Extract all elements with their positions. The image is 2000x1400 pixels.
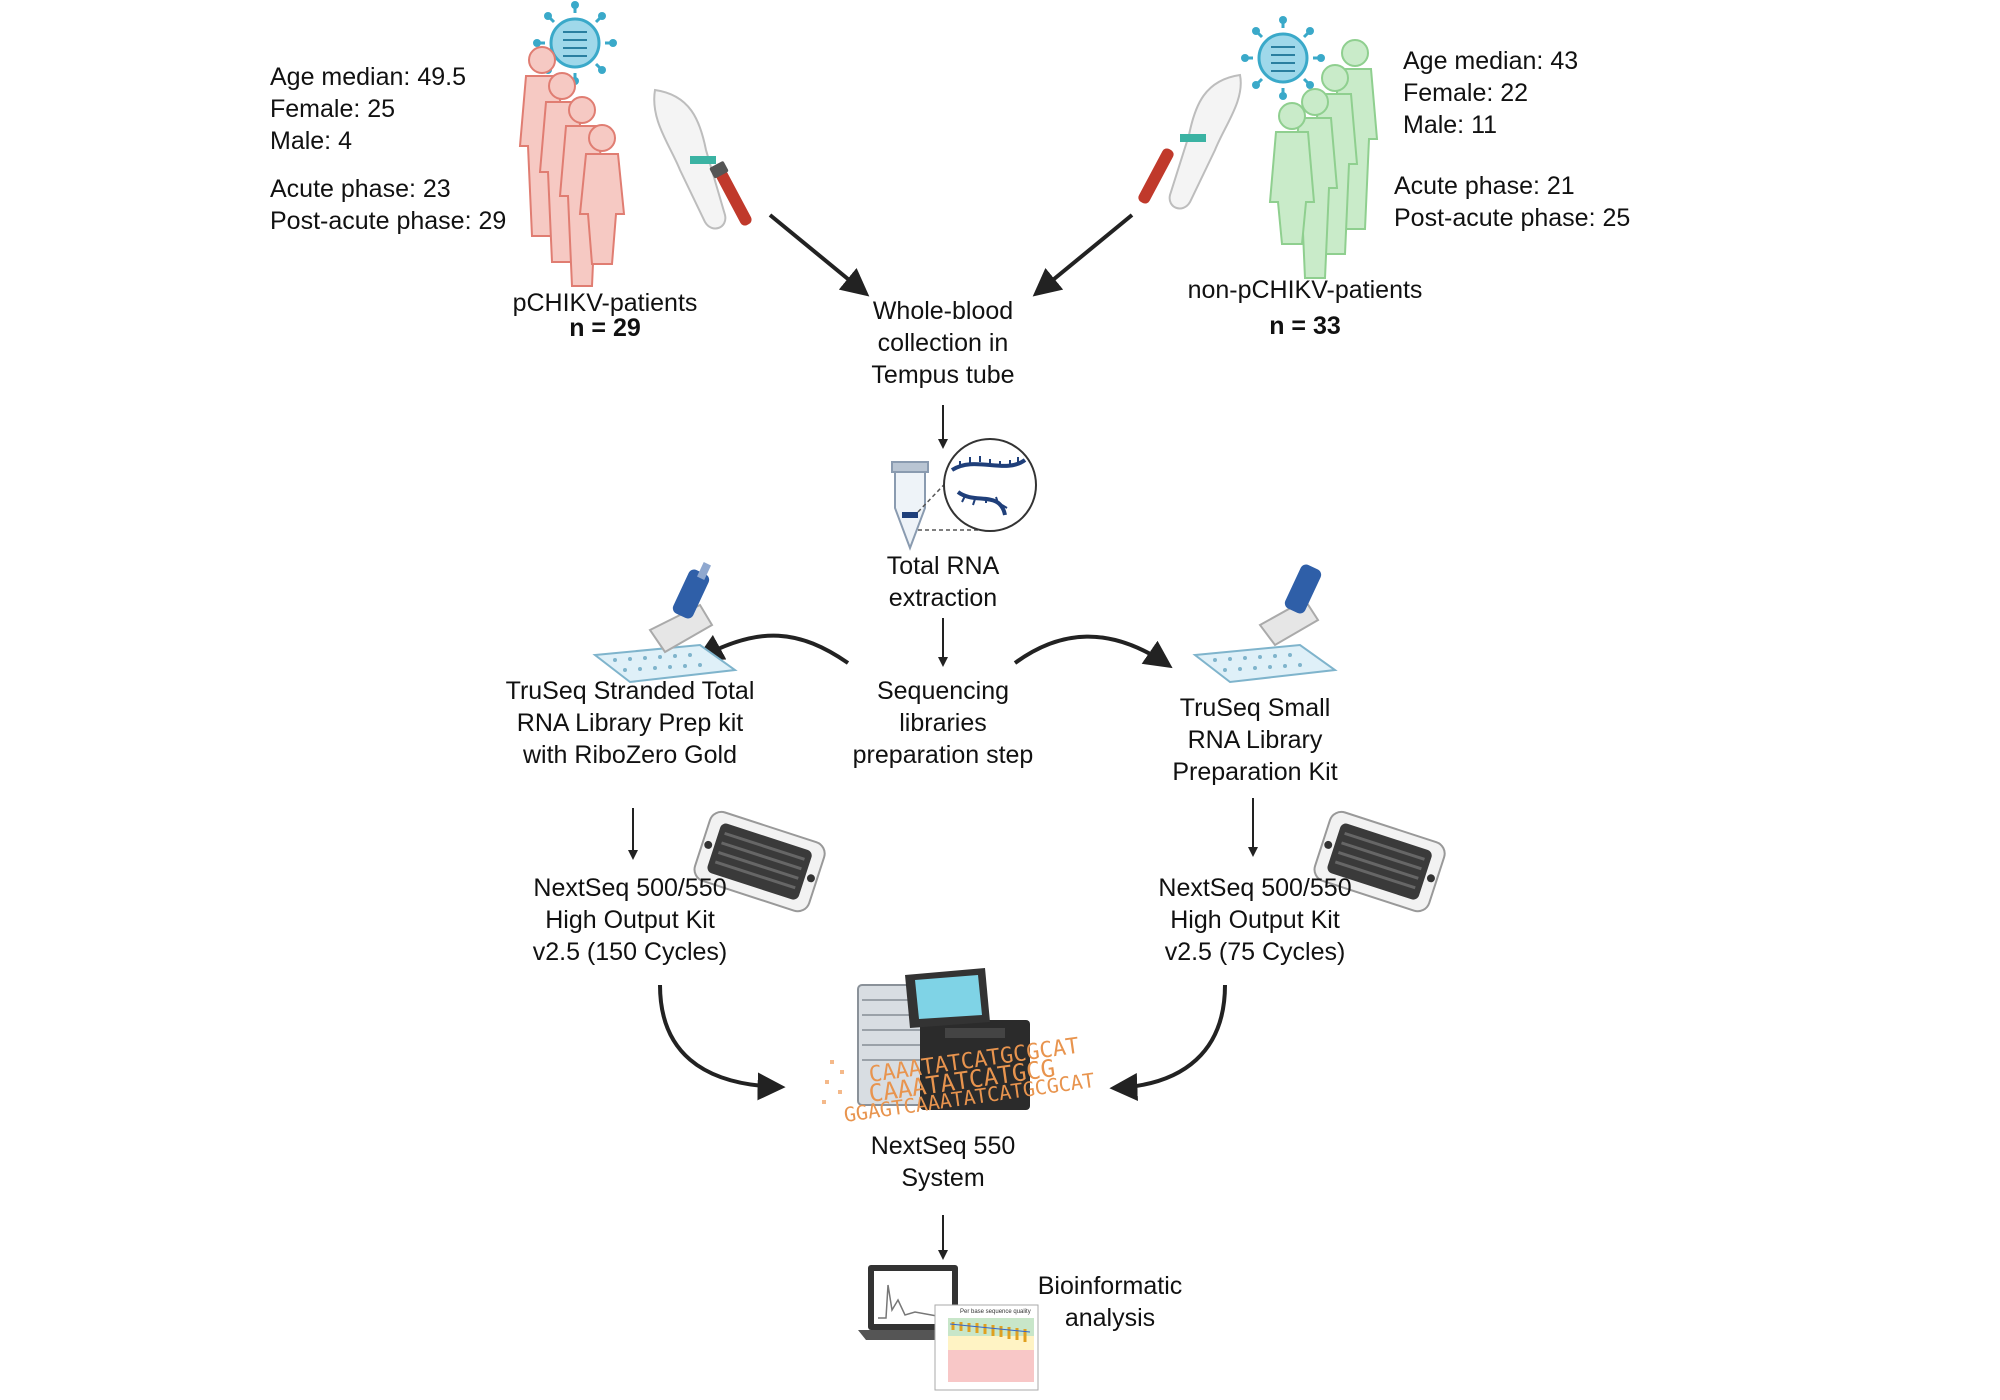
right-group-label: non-pCHIKV-patients: [1187, 276, 1423, 304]
arrow-to-kit-left: [695, 633, 850, 665]
right-group-stats: Age median: 43 Female: 22 Male: 11: [1403, 45, 1578, 141]
pipette-plate-icon-left: [592, 562, 738, 684]
patient-figures-left: [518, 46, 626, 287]
group-name: pCHIKV-patients: [512, 289, 698, 317]
step-bioinformatic-analysis: Bioinformatic analysis: [1037, 1272, 1183, 1332]
blood-draw-arm-icon-left: [653, 88, 752, 230]
step-whole-blood-collection: Whole-blood collection in Tempus tube: [871, 297, 1015, 389]
arrow-to-kit-right: [1013, 634, 1173, 669]
arrow-output-right-to-sequencer: [1109, 984, 1227, 1102]
phase-post-acute: Post-acute phase: 25: [1394, 204, 1631, 232]
pipette-plate-icon-right: [1192, 564, 1338, 684]
step-truseq-stranded-total-rna-kit: TruSeq Stranded Total RNA Library Prep k…: [505, 677, 755, 769]
left-group-n: n = 29: [569, 314, 641, 342]
quality-chart-title: Per base sequence quality: [960, 1309, 1031, 1315]
patient-figures-right: [1268, 39, 1379, 279]
step-nextseq-550-system: NextSeq 550 System: [870, 1132, 1016, 1192]
stat-age-median: Age median: 49.5: [270, 63, 466, 91]
arrow-right-to-collection: [1032, 213, 1134, 297]
flow-cell-icon-right: [1313, 810, 1446, 913]
step-sequencing-libraries-preparation: Sequencing libraries preparation step: [852, 677, 1034, 769]
blood-draw-arm-icon-right: [1138, 73, 1242, 210]
stat-female: Female: 22: [1403, 79, 1529, 107]
quality-chart-icon: Per base sequence quality: [934, 1304, 1039, 1391]
right-group-n: n = 33: [1269, 312, 1341, 340]
left-group-label: pCHIKV-patients: [460, 287, 750, 319]
sequencer-icon: [857, 968, 1030, 1110]
right-group-phases: Acute phase: 21 Post-acute phase: 25: [1394, 170, 1630, 234]
tube-rna-icon: [891, 438, 1037, 551]
stat-female: Female: 25: [270, 95, 396, 123]
left-group-phases: Acute phase: 23 Post-acute phase: 29: [270, 173, 506, 237]
phase-acute: Acute phase: 23: [270, 175, 451, 203]
arrow-left-to-collection: [768, 213, 870, 297]
left-group-stats: Age median: 49.5 Female: 25 Male: 4: [270, 61, 466, 157]
phase-acute: Acute phase: 21: [1394, 172, 1575, 200]
stat-male: Male: 4: [270, 127, 352, 155]
step-nextseq-output-kit-150: NextSeq 500/550 High Output Kit v2.5 (15…: [532, 874, 728, 966]
step-total-rna-extraction: Total RNA extraction: [886, 552, 1000, 612]
arrow-output-left-to-sequencer: [658, 984, 786, 1101]
flow-cell-icon-left: [693, 810, 826, 913]
step-nextseq-output-kit-75: NextSeq 500/550 High Output Kit v2.5 (75…: [1158, 874, 1352, 966]
stat-male: Male: 11: [1403, 111, 1498, 139]
virus-icon-right: [1241, 16, 1325, 100]
stat-age-median: Age median: 43: [1403, 47, 1579, 75]
step-truseq-small-rna-kit: TruSeq Small RNA Library Preparation Kit: [1172, 694, 1338, 786]
phase-post-acute: Post-acute phase: 29: [270, 207, 507, 235]
